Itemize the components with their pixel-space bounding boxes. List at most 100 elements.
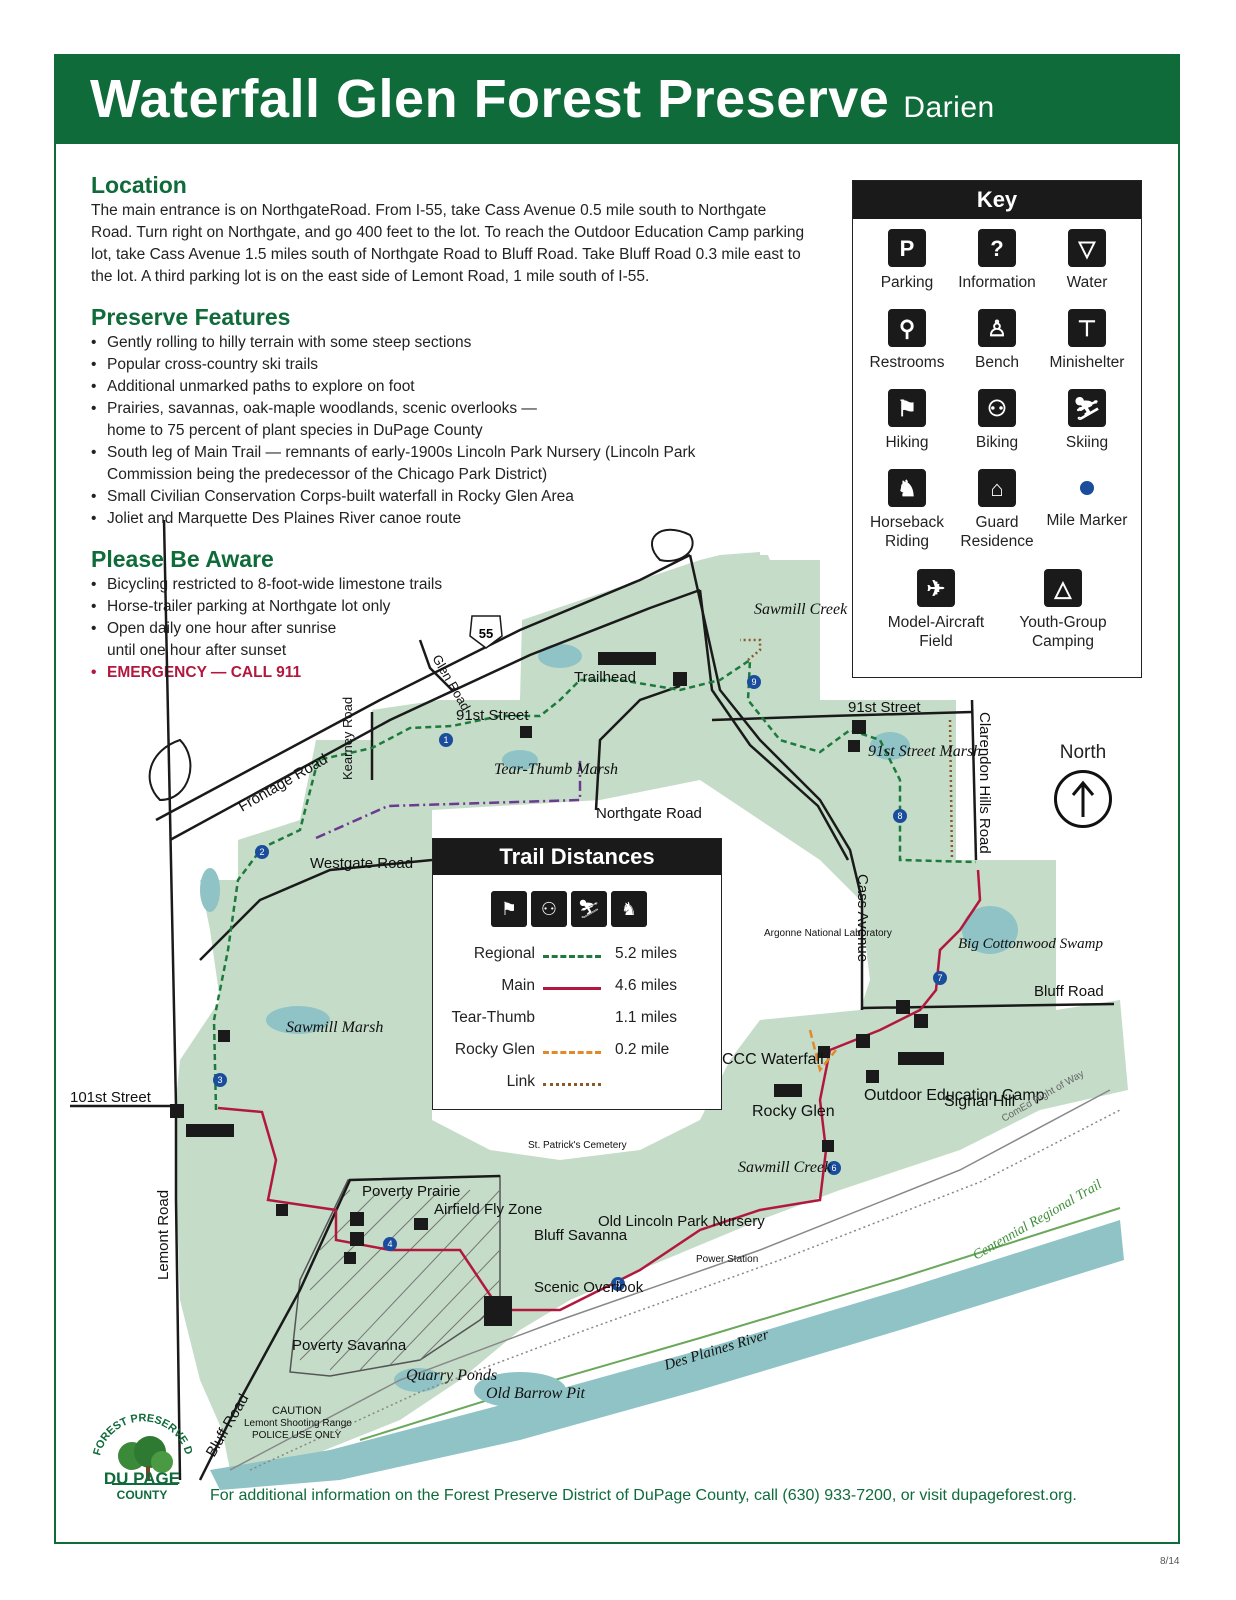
aware-item: Bicycling restricted to 8-foot-wide lime… bbox=[91, 574, 471, 596]
north-arrow-icon bbox=[1054, 770, 1112, 828]
mile-marker-3: 3 bbox=[217, 1075, 222, 1085]
trail-distances-title: Trail Distances bbox=[433, 839, 721, 875]
features-heading: Preserve Features bbox=[91, 304, 291, 330]
biking-icon: ⚇ bbox=[978, 389, 1016, 427]
trail-row-rockyglen: Rocky Glen 0.2 mile bbox=[454, 1041, 670, 1058]
bench-icon bbox=[344, 1252, 356, 1264]
location-heading: Location bbox=[91, 172, 187, 198]
emergency-notice: EMERGENCY — CALL 911 bbox=[91, 662, 471, 684]
mile-marker-4: 4 bbox=[387, 1239, 392, 1249]
ponds bbox=[200, 644, 1018, 1408]
key-item-restrooms: ⚲Restrooms bbox=[859, 309, 955, 372]
lemont-road-label: Lemont Road bbox=[155, 1190, 172, 1280]
argonne-label: Argonne National Laboratory bbox=[764, 928, 892, 939]
old-lincoln-label: Old Lincoln Park Nursery bbox=[598, 1213, 765, 1230]
minishelter-icon: ⊤ bbox=[1068, 309, 1106, 347]
trail-distances-box: Trail Distances ⚑ ⚇ ⛷ ♞ Regional 5.2 mil… bbox=[432, 838, 722, 1110]
features-list: Gently rolling to hilly terrain with som… bbox=[91, 332, 811, 530]
i55-label: 55 bbox=[479, 626, 493, 641]
caution-detail-label: Lemont Shooting Range bbox=[244, 1418, 352, 1429]
rocky-glen-label: Rocky Glen bbox=[752, 1103, 835, 1120]
camping-icon: △ bbox=[1044, 569, 1082, 607]
feature-item: Prairies, savannas, oak-maple woodlands,… bbox=[91, 398, 577, 442]
big-cottonwood-label: Big Cottonwood Swamp bbox=[958, 936, 1104, 952]
aware-list: Bicycling restricted to 8-foot-wide lime… bbox=[91, 574, 471, 684]
information-icon bbox=[350, 1232, 364, 1246]
feature-item: Popular cross-country ski trails bbox=[91, 354, 811, 376]
key-item-mile-marker: Mile Marker bbox=[1039, 469, 1135, 530]
restrooms-icon: ⚲ bbox=[888, 309, 926, 347]
north-indicator: North bbox=[1054, 742, 1112, 828]
bench-icon bbox=[520, 726, 532, 738]
waterfall-amenities-icon bbox=[774, 1084, 802, 1097]
caution-police-label: POLICE USE ONLY bbox=[252, 1430, 342, 1441]
key-item-information: ?Information bbox=[949, 229, 1045, 292]
guard-residence-icon: ⌂ bbox=[978, 469, 1016, 507]
sawmill-marsh-label: Sawmill Marsh bbox=[286, 1019, 383, 1036]
information-icon bbox=[852, 720, 866, 734]
key-item-biking: ⚇Biking bbox=[949, 389, 1045, 452]
logo-text: DU PAGE COUNTY bbox=[103, 1469, 181, 1502]
feature-item: Gently rolling to hilly terrain with som… bbox=[91, 332, 811, 354]
ccc-waterfall-label: CCC Waterfall bbox=[722, 1051, 824, 1068]
key-title: Key bbox=[853, 181, 1141, 219]
mile-markers bbox=[213, 675, 947, 1291]
parking-icon bbox=[673, 672, 687, 686]
parking-icon bbox=[896, 1000, 910, 1014]
page-number: 8/14 bbox=[1160, 1556, 1180, 1567]
power-station-label: Power Station bbox=[696, 1254, 758, 1265]
bench-icon bbox=[848, 740, 860, 752]
camping-icon bbox=[866, 1070, 879, 1083]
key-item-bench: ♙Bench bbox=[949, 309, 1045, 372]
north-label: North bbox=[1059, 742, 1107, 763]
mile-marker-9: 9 bbox=[751, 677, 756, 687]
trailhead-label: Trailhead bbox=[574, 669, 636, 686]
footer-info: For additional information on the Forest… bbox=[210, 1487, 1077, 1504]
key-item-water: ▽Water bbox=[1039, 229, 1135, 292]
key-item-skiing: ⛷Skiing bbox=[1039, 389, 1135, 452]
biking-icon: ⚇ bbox=[531, 891, 567, 927]
feature-item: Small Civilian Conservation Corps-built … bbox=[91, 486, 811, 508]
trailhead-amenities-icon bbox=[598, 652, 656, 665]
scenic-overlook-label: Scenic Overlook bbox=[534, 1279, 644, 1296]
key-item-hiking: ⚑Hiking bbox=[859, 389, 955, 452]
lemont-amenities-icon bbox=[186, 1124, 234, 1137]
skiing-icon: ⛷ bbox=[1068, 389, 1106, 427]
aware-heading: Please Be Aware bbox=[91, 546, 274, 572]
aware-item: Open daily one hour after sunrise until … bbox=[91, 618, 357, 662]
trails bbox=[212, 638, 982, 1312]
bluff-road-east-label: Bluff Road bbox=[1034, 983, 1104, 1000]
bench-icon: ♙ bbox=[978, 309, 1016, 347]
restrooms-icon bbox=[350, 1212, 364, 1226]
westgate-road-label: Westgate Road bbox=[310, 855, 413, 872]
map-amenity-icons bbox=[170, 652, 944, 1326]
key-item-camping: △Youth-Group Camping bbox=[1003, 569, 1123, 651]
mile-marker-6: 6 bbox=[831, 1163, 836, 1173]
trail-row-regional: Regional 5.2 miles bbox=[473, 945, 678, 962]
kearney-road-label: Kearney Road bbox=[340, 697, 355, 780]
trail-row-tearthumb: Tear-Thumb 1.1 miles bbox=[451, 1009, 678, 1026]
key-item-horseback: ♞Horseback Riding bbox=[859, 469, 955, 551]
mile-marker-5: 5 bbox=[615, 1279, 620, 1289]
key-item-minishelter: ⊤Minishelter bbox=[1039, 309, 1135, 372]
guard-residence-icon bbox=[914, 1014, 928, 1028]
key-item-model-aircraft: ✈Model-Aircraft Field bbox=[881, 569, 991, 651]
skiing-icon: ⛷ bbox=[571, 891, 607, 927]
information-icon bbox=[856, 1034, 870, 1048]
horseback-icon: ♞ bbox=[888, 469, 926, 507]
feature-item: South leg of Main Trail — remnants of ea… bbox=[91, 442, 707, 486]
tearthumb-label: Tear-Thumb Marsh bbox=[494, 761, 618, 778]
mile-marker-8: 8 bbox=[897, 811, 902, 821]
st-patrick-label: St. Patrick's Cemetery bbox=[528, 1140, 627, 1151]
hiking-icon: ⚑ bbox=[491, 891, 527, 927]
st91-west-label: 91st Street bbox=[456, 707, 529, 724]
feature-item: Additional unmarked paths to explore on … bbox=[91, 376, 811, 398]
bench-icon bbox=[818, 1046, 830, 1058]
airfield-label: Airfield Fly Zone bbox=[434, 1201, 542, 1218]
camp-amenities-icon bbox=[898, 1052, 944, 1065]
marsh91-label: 91st Street Marsh bbox=[868, 743, 981, 760]
mile-marker-numbers: 1 2 3 4 5 6 7 8 9 bbox=[217, 677, 942, 1289]
